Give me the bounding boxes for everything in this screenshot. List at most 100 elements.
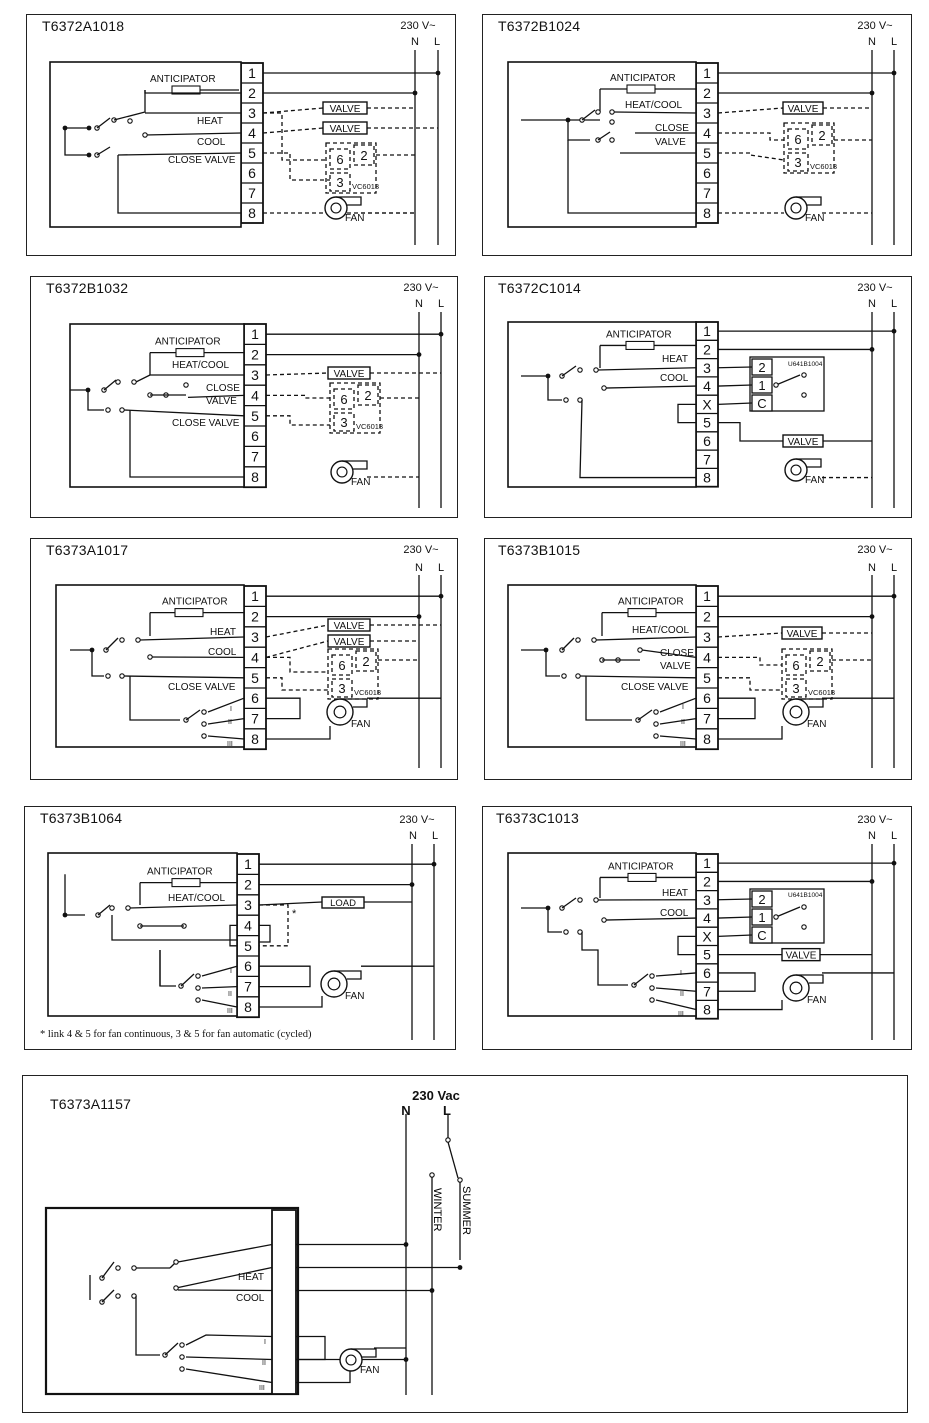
wire [185,1356,273,1361]
contact [201,721,207,727]
switch-blade [775,906,801,918]
vc6013-terminal-label: 3 [340,415,347,430]
contact [609,137,615,143]
terminal-number: 6 [703,690,711,706]
valve-label: VALVE [660,661,691,672]
fan-icon [334,970,362,980]
valve-label: VALVE [206,396,237,407]
switch-blade [775,374,801,386]
contact [601,917,607,923]
contact [195,985,201,991]
dashed-wire [266,394,330,399]
fan-label: FAN [805,475,824,486]
terminal-number: 2 [703,609,711,625]
fan-label: FAN [360,1365,379,1376]
junction-dot [891,593,897,599]
vc6013-terminal-6 [785,654,807,676]
switch-blade [164,1342,179,1356]
heat-label: HEAT [210,627,236,638]
speed-label: III [259,1385,265,1392]
thermostat-outline [507,321,697,488]
contact [119,637,125,643]
vc6013-terminal-label: 3 [338,681,345,696]
wire [144,132,242,136]
contact [609,109,615,115]
u641-terminal-label: C [757,928,766,943]
close-valve-label: CLOSE VALVE [621,682,689,693]
vc6013-terminal-6 [331,654,353,676]
contact [105,407,111,413]
junction-dot [429,1288,435,1293]
speed-label: I [230,706,232,713]
junction-dot [62,125,68,131]
wire [718,697,756,720]
terminal-number: 4 [248,125,256,141]
wire [717,916,753,919]
wire [717,402,753,405]
contact [195,997,201,1003]
switch-blade [561,637,575,651]
switch-blade [185,709,201,721]
fan-icon [345,1354,357,1366]
wire [177,1289,273,1292]
terminal-number: 3 [703,360,711,376]
vc6013-terminal-label: 2 [816,654,823,669]
terminal-number: 5 [703,415,711,431]
vc6013-terminal-6 [333,388,355,410]
fan-icon [796,196,822,206]
dashed-wire [265,372,329,376]
switch-blade [597,131,611,141]
junction-dot [891,328,897,334]
terminal-number: 6 [703,165,711,181]
vc6013-terminal-label: 2 [360,148,367,163]
wire [185,1368,273,1384]
contact [591,637,597,643]
anticipator-icon [627,872,657,883]
wire [129,676,180,721]
terminal-number: 4 [703,125,711,141]
terminal-number: 1 [251,588,259,604]
terminal-number: 6 [703,965,711,981]
contact [115,379,121,385]
contact [147,654,153,660]
terminal-number: 5 [248,145,256,161]
junction-dot [416,352,422,357]
contact [801,904,807,910]
dashed-wire [266,415,330,426]
junction-dot [412,90,418,96]
contact [195,973,201,979]
switch-blade [561,897,577,909]
wire [129,904,238,909]
cool-label: COOL [660,373,689,384]
wire [547,908,562,933]
dashed-wire [259,904,289,947]
close-valve-label: CLOSE VALVE [168,155,236,166]
terminal-number: 2 [251,347,259,363]
vc6013-terminal-label: 6 [794,132,801,147]
terminal-strip-frame [271,1209,297,1395]
wire [603,385,697,389]
dashed-wire [717,632,783,638]
wire [659,697,697,713]
heat-cool-label: HEAT/COOL [172,360,229,371]
vc6013-terminal-6 [329,148,351,170]
vc6013-terminal-2 [353,144,375,166]
anticipator-label: ANTICIPATOR [155,337,221,348]
junction-dot [438,331,444,337]
supply-voltage-label: 230 V~ [857,20,893,32]
contact [577,367,583,373]
switch-blade [637,709,653,721]
wire [201,985,238,989]
close-label: CLOSE [206,383,240,394]
supply-voltage-label: 230 V~ [857,814,893,826]
heat-label: HEAT [662,354,688,365]
contact [115,1293,121,1299]
terminal-number: 3 [703,629,711,645]
terminal-number: 8 [251,731,259,747]
terminal-number: 6 [251,690,259,706]
terminal-number: 5 [244,938,252,954]
terminal-number: 3 [251,629,259,645]
fan-icon [796,698,824,708]
anticipator-label: ANTICIPATOR [162,597,228,608]
valve-label: VALVE [330,104,361,115]
